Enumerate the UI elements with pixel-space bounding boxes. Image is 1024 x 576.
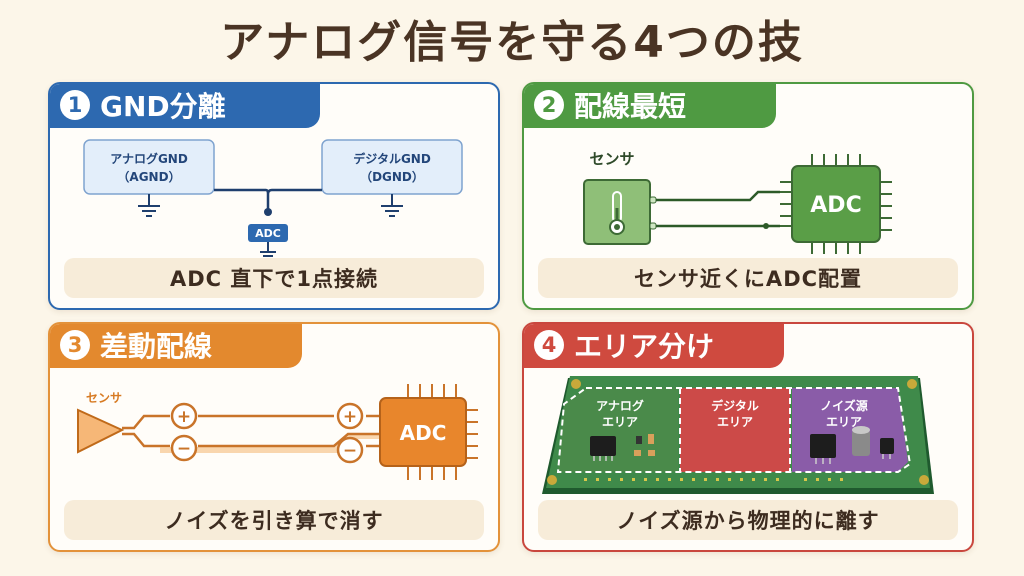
dgnd-sub-label: （DGND） (360, 169, 424, 184)
panel-differential-wiring: 3 差動配線 センサ + − + − (48, 322, 500, 552)
area-label: デジタル (711, 398, 759, 413)
negative-trace (198, 432, 380, 448)
minus-marker-left: − (170, 434, 198, 462)
digital-area (680, 388, 790, 472)
sensor-label: センサ (86, 391, 122, 405)
passive-components-icon (634, 434, 655, 456)
adc-pins (780, 154, 892, 254)
panel-heading: エリア分け (574, 330, 715, 363)
page-title: アナログ信号を守る4つの技 (220, 17, 804, 68)
panel-header: 3 差動配線 (50, 324, 302, 368)
plus-marker-right: + (336, 402, 364, 430)
area-boundaries (556, 387, 912, 473)
panel-area-separation: 4 エリア分け アナログ エリア デジタル エリア ノイズ源 エリア (522, 322, 974, 552)
noise-ic-icon (810, 434, 836, 464)
step-number-badge: 1 (60, 90, 90, 120)
ground-trace (214, 188, 322, 210)
panel-heading: 差動配線 (100, 330, 213, 363)
svg-text:+: + (343, 407, 357, 427)
wiring-diagram: センサ ADC (583, 150, 892, 254)
agnd-box (83, 139, 215, 195)
differential-diagram: センサ + − + − ADC (77, 384, 478, 480)
regulator-icon (880, 438, 894, 459)
area-sub-label: エリア (717, 415, 753, 429)
ground-symbol-adc (260, 242, 276, 257)
mounting-holes (547, 379, 929, 485)
gnd-diagram: アナログGND （AGND） デジタルGND （DGND） ADC (83, 139, 463, 257)
pcb-pads (584, 478, 843, 481)
capacitor-icon (852, 426, 870, 456)
dgnd-box (321, 139, 463, 195)
panel-header: 2 配線最短 (524, 84, 776, 128)
adc-label: ADC (810, 193, 861, 218)
analog-ic-icon (590, 436, 616, 461)
panel-heading: 配線最短 (574, 90, 687, 123)
svg-text:−: − (343, 441, 357, 461)
ground-symbol-agnd (138, 194, 160, 217)
pcb-diagram: アナログ エリア デジタル エリア ノイズ源 エリア (542, 376, 934, 494)
area-label: ノイズ源 (820, 398, 868, 413)
svg-text:−: − (177, 439, 191, 459)
panel-header: 1 GND分離 (50, 84, 320, 128)
adc-chip (248, 224, 288, 242)
area-label: アナログ (596, 398, 644, 413)
thermometer-icon (609, 191, 625, 235)
area-sub-label: エリア (826, 415, 862, 429)
step-number-badge: 2 (534, 90, 564, 120)
area-sub-label: エリア (602, 415, 638, 429)
adc-label: ADC (400, 421, 447, 445)
sensor-amplifier-icon (77, 408, 125, 454)
panel-header: 4 エリア分け (524, 324, 784, 368)
adc-label: ADC (255, 227, 281, 240)
adc-chip (791, 165, 881, 243)
panel-caption: センサ近くにADC配置 (538, 258, 958, 298)
ground-symbol-dgnd (381, 194, 403, 217)
junction-dot (264, 208, 272, 216)
plus-marker-left: + (170, 402, 198, 430)
panel-shortest-wiring: 2 配線最短 センサ ADC センサ近くにADC配置 (522, 82, 974, 310)
panel-gnd-separation: 1 GND分離 アナログGND （AGND） デジタルGND （DGND） AD… (48, 82, 500, 310)
dgnd-label: デジタルGND (353, 151, 431, 166)
minus-marker-right: − (336, 436, 364, 464)
agnd-label: アナログGND (110, 151, 188, 166)
signal-trace-1 (656, 190, 780, 202)
agnd-sub-label: （AGND） (117, 169, 180, 184)
adc-chip (379, 397, 467, 467)
svg-text:+: + (177, 407, 191, 427)
adc-pins (407, 384, 478, 480)
panel-heading: GND分離 (100, 90, 226, 123)
panel-caption: ノイズを引き算で消す (64, 500, 484, 540)
step-number-badge: 3 (60, 330, 90, 360)
panel-caption: ADC 直下で1点接続 (64, 258, 484, 298)
panel-caption: ノイズ源から物理的に離す (538, 500, 958, 540)
step-number-badge: 4 (534, 330, 564, 360)
sensor-label: センサ (589, 150, 634, 168)
